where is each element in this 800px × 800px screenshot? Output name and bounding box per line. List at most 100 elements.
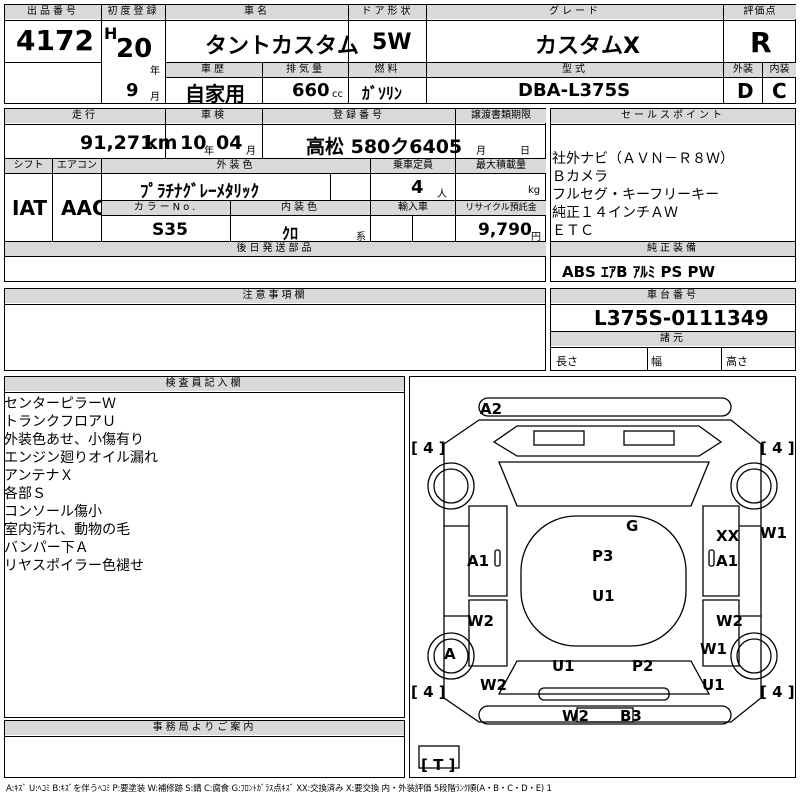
- inspector-note: リヤスポイラー色褪せ: [4, 558, 144, 574]
- office-box: [4, 720, 405, 778]
- door-label: ドア形状: [349, 5, 426, 19]
- inspector-note: バンパー下Ａ: [4, 540, 89, 556]
- inspector-note: 外装色あせ、小傷有り: [4, 432, 144, 448]
- sales-line-2: Ｂカメラ: [552, 169, 608, 185]
- chassis-box: [550, 288, 796, 371]
- damage-mark: XX: [716, 527, 740, 545]
- inspector-note: トランクフロアＵ: [4, 414, 116, 430]
- name-label: 車名: [166, 5, 348, 19]
- reg-label: 初度登録: [102, 5, 165, 19]
- inspector-label: 検査員記入欄: [5, 377, 404, 391]
- recycle-label: リサイクル預託金: [456, 201, 546, 215]
- plate-number: 高松 580ク6405: [306, 136, 463, 158]
- legend-footer: A:ｷｽﾞ U:ﾍｺﾐ B:ｷｽﾞを伴うﾍｺﾐ P:要塗装 W:補修跡 S:錆 …: [6, 784, 552, 794]
- capacity-label: 乗車定員: [371, 159, 455, 173]
- header-grid: [4, 4, 796, 104]
- fuel-label: 燃料: [349, 63, 426, 77]
- standard-equipment: ABS ｴｱB ｱﾙﾐ PS PW: [562, 263, 716, 281]
- score: R: [750, 26, 772, 59]
- damage-mark: W1: [760, 524, 787, 542]
- model-label: 型式: [427, 63, 723, 77]
- inspector-note: エンジン廻りオイル漏れ: [4, 450, 158, 466]
- tread-rear-left: [ 4 ]: [411, 683, 446, 701]
- dim-label: 諸元: [551, 332, 795, 346]
- inspector-note: 各部Ｓ: [4, 486, 46, 502]
- lot-number: 4172: [16, 24, 94, 57]
- disp-label: 排気量: [263, 63, 348, 77]
- model-code: DBA-L375S: [518, 80, 631, 101]
- tread-front-left: [ 4 ]: [411, 439, 446, 457]
- damage-mark: A2: [480, 400, 503, 418]
- ext-label: 外装: [724, 63, 762, 77]
- shift: IAT: [12, 196, 48, 220]
- sales-line-4: 純正１４インチＡＷ: [552, 205, 678, 221]
- damage-mark: U1: [552, 657, 575, 675]
- reg-month: 9: [126, 80, 139, 101]
- load-label: 最大積載量: [456, 159, 546, 173]
- damage-mark: W2: [716, 612, 743, 630]
- inspection-label: 車検: [166, 109, 262, 123]
- int-label: 内装: [763, 63, 796, 77]
- shift-label: シフト: [5, 159, 52, 173]
- interior-color: ｸﾛ: [282, 224, 299, 243]
- chassis-number: L375S-0111349: [594, 306, 769, 330]
- chassis-label: 車台番号: [551, 289, 795, 303]
- damage-mark: W2: [562, 707, 589, 725]
- damage-mark: P3: [592, 547, 614, 565]
- sales-line-1: 社外ナビ（ＡＶＮ－Ｒ８Ｗ）: [552, 151, 734, 167]
- exterior-color: ﾌﾟﾗﾁﾅｸﾞﾚｰﾒﾀﾘｯｸ: [140, 182, 259, 202]
- car-diagram-box: [409, 376, 796, 778]
- inspector-note: コンソール傷小: [4, 504, 102, 520]
- inspection-month: 04: [216, 132, 243, 154]
- plate-label: 登録番号: [263, 109, 455, 123]
- grade: カスタムX: [535, 34, 640, 59]
- mileage-label: 走行: [5, 109, 165, 123]
- inspector-note: 室内汚れ、動物の毛: [4, 522, 131, 538]
- era: H: [104, 24, 118, 43]
- vehicle-detail-grid: [4, 108, 546, 282]
- car-outline-diagram: [418, 397, 778, 769]
- fuel: ｶﾞｿﾘﾝ: [362, 84, 403, 103]
- damage-mark: W2: [480, 676, 507, 694]
- damage-mark: P2: [632, 657, 654, 675]
- damage-mark: W2: [467, 612, 494, 630]
- equip-label: 純正装備: [551, 242, 795, 256]
- damage-mark: A: [444, 645, 456, 663]
- displacement: 660: [292, 80, 330, 101]
- inspector-note: アンテナＸ: [4, 468, 74, 484]
- import-label: 輸入車: [371, 201, 455, 215]
- intcolor-label: 内装色: [231, 201, 370, 215]
- sales-point-box: [550, 108, 796, 282]
- ac: AAC: [61, 196, 107, 220]
- damage-mark: A1: [467, 552, 490, 570]
- capacity: 4: [411, 177, 424, 198]
- colorno-label: カラーNo.: [102, 201, 230, 215]
- ext-score: D: [737, 79, 754, 103]
- damage-mark: A1: [716, 552, 739, 570]
- tread-front-right: [ 4 ]: [760, 439, 795, 457]
- recycle-fee: 9,790: [478, 220, 532, 240]
- sales-line-5: ＥＴＣ: [552, 223, 594, 239]
- damage-mark: W1: [700, 640, 727, 658]
- mileage: 91,271: [80, 132, 154, 154]
- ac-label: エアコン: [53, 159, 101, 173]
- notice-box: [4, 288, 546, 371]
- lot-label: 出品番号: [5, 5, 101, 19]
- inspector-note: センターピラーＷ: [4, 396, 116, 412]
- car-name: タントカスタム: [205, 34, 360, 59]
- tread-rear-right: [ 4 ]: [760, 683, 795, 701]
- tread-spare: [ T ]: [421, 756, 456, 774]
- notice-label: 注意事項欄: [5, 289, 545, 303]
- int-score: C: [772, 79, 787, 103]
- transfer-label: 譲渡書類期限: [456, 109, 546, 123]
- damage-mark: U1: [702, 676, 725, 694]
- color-label: 外装色: [102, 159, 370, 173]
- score-label: 評価点: [724, 5, 796, 19]
- color-number: S35: [152, 220, 188, 240]
- history: 自家用: [185, 82, 245, 106]
- office-label: 事務局よりご案内: [5, 721, 404, 735]
- later-parts-label: 後日発送部品: [5, 242, 546, 256]
- damage-mark: B3: [620, 707, 642, 725]
- damage-mark: U1: [592, 587, 615, 605]
- damage-mark: G: [626, 517, 639, 535]
